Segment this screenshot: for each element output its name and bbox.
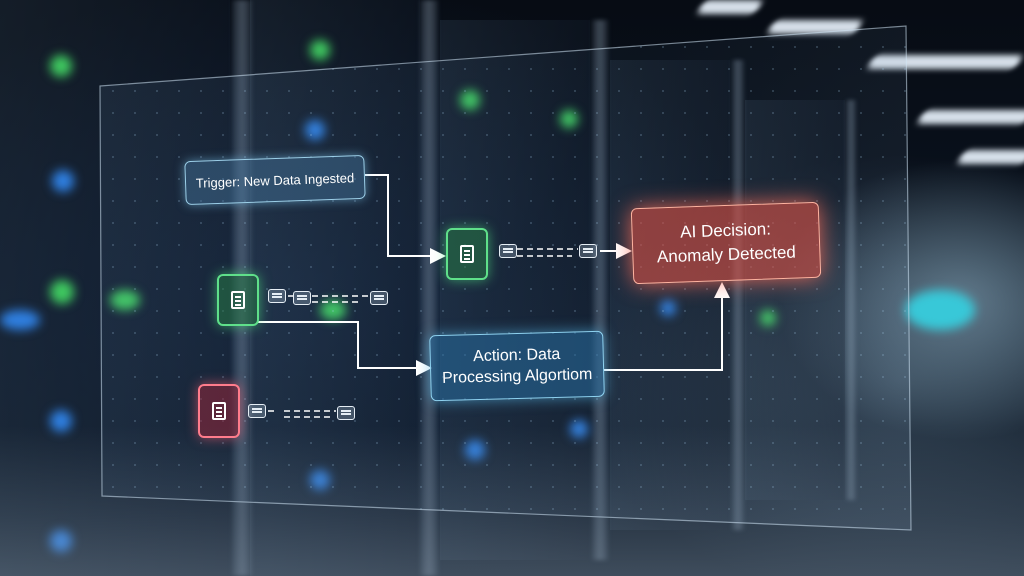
data-chip-icon [370,291,388,305]
document-node-top[interactable] [446,228,488,280]
decision-node-label-line1: AI Decision: [679,219,772,242]
document-icon [212,402,226,420]
data-chip-icon [293,291,311,305]
document-node-middle[interactable] [217,274,259,326]
document-icon [231,291,245,309]
action-node[interactable]: Action: Data Processing Algortiom [429,330,605,402]
server-led [50,410,72,432]
document-icon [460,245,474,263]
data-chip-icon [579,244,597,258]
decision-node[interactable]: AI Decision: Anomaly Detected [630,201,822,285]
data-chip-icon [337,406,355,420]
server-led [50,530,72,552]
data-chip-icon [499,244,517,258]
document-node-bottom[interactable] [198,384,240,438]
server-led [52,170,74,192]
action-node-label-line1: Action: Data [472,345,561,366]
data-chip-icon [268,289,286,303]
pipeline-dashes [268,410,336,418]
connector-trigger-to-doc [365,174,446,264]
server-led [50,280,74,304]
data-chip-icon [248,404,266,418]
connector-action-to-decision [604,282,730,371]
server-led [905,290,975,330]
trigger-node[interactable]: Trigger: New Data Ingested [184,154,366,206]
server-led [0,310,40,330]
server-led [50,55,72,77]
decision-node-label-line2: Anomaly Detected [656,242,797,267]
action-node-label-line2: Processing Algortiom [441,366,593,387]
trigger-node-label: Trigger: New Data Ingested [195,169,355,191]
connector-doc-to-action [258,321,432,376]
pipeline-dashes [517,248,578,257]
